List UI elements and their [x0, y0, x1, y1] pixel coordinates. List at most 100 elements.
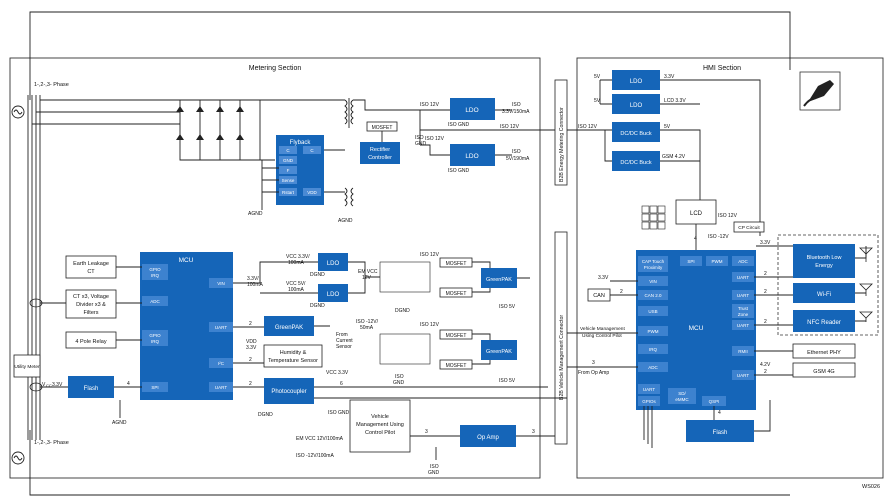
- svg-text:C: C: [286, 148, 290, 153]
- svg-text:LDO: LDO: [630, 79, 643, 85]
- svg-text:Op Amp: Op Amp: [477, 435, 499, 441]
- svg-text:UART: UART: [737, 323, 749, 328]
- svg-text:DGND: DGND: [310, 303, 325, 309]
- svg-text:4 Pole Relay: 4 Pole Relay: [75, 339, 106, 345]
- nfc-reader: [793, 310, 855, 332]
- svg-text:4: 4: [718, 410, 721, 416]
- hmi-dcdc-2: [612, 151, 660, 171]
- svg-text:UART: UART: [215, 325, 227, 330]
- svg-text:100mA: 100mA: [247, 282, 264, 288]
- svg-text:Management Using: Management Using: [356, 422, 404, 428]
- iso-3v3-label: ISO: [512, 102, 521, 108]
- iso-12v-label-a: ISO 12V: [420, 102, 440, 108]
- lcd: [675, 199, 717, 225]
- svg-text:VCC 3.3V: VCC 3.3V: [326, 370, 349, 376]
- svg-text:2: 2: [249, 381, 252, 387]
- svg-text:ISO 12V: ISO 12V: [420, 252, 440, 258]
- svg-text:Wi-Fi: Wi-Fi: [817, 292, 831, 298]
- svg-text:QSPI: QSPI: [709, 399, 720, 404]
- svg-text:LDO: LDO: [465, 153, 478, 160]
- svg-text:B2B Vehicle Management Connect: B2B Vehicle Management Connector: [559, 315, 565, 400]
- svg-text:AGND: AGND: [112, 420, 127, 426]
- svg-text:DC/DC Buck: DC/DC Buck: [620, 131, 651, 137]
- svg-text:CT x3, Voltage: CT x3, Voltage: [73, 294, 109, 300]
- svg-text:EM VCC 12V/100mA: EM VCC 12V/100mA: [296, 436, 344, 442]
- svg-text:V: V: [42, 382, 46, 388]
- svg-text:Rectifier: Rectifier: [370, 147, 390, 153]
- b2b-energy-connector: [554, 79, 568, 186]
- svg-text:2: 2: [620, 289, 623, 295]
- svg-text:3: 3: [592, 360, 595, 366]
- photocoupler: [264, 378, 314, 404]
- svg-text:From: From: [336, 332, 348, 338]
- svg-text:50mA: 50mA: [360, 325, 374, 331]
- svg-text:3.3V: 3.3V: [760, 240, 771, 246]
- svg-text:LCD: LCD: [690, 211, 703, 217]
- ac-source-top-icon: [11, 105, 25, 119]
- svg-text:VIN: VIN: [217, 281, 225, 286]
- hmi-section-title: HMI Section: [703, 65, 741, 72]
- iso-gnd-label-2: ISO GND: [448, 168, 470, 174]
- svg-text:3.3V/150mA: 3.3V/150mA: [502, 109, 530, 115]
- svg-text:100mA: 100mA: [288, 287, 305, 293]
- svg-text:LDO: LDO: [630, 103, 643, 109]
- svg-text:4: 4: [127, 381, 130, 387]
- gsm-4g: [792, 362, 856, 378]
- humidity-temp-sensor: [263, 344, 323, 368]
- cp-circuit: [733, 221, 765, 233]
- iso-gnd-label-3b: GND: [415, 141, 427, 147]
- svg-text:2: 2: [249, 357, 252, 363]
- svg-text:Proximity: Proximity: [644, 265, 663, 270]
- svg-text:2: 2: [764, 319, 767, 325]
- svg-text:4: 4: [694, 236, 697, 242]
- svg-text:SPI: SPI: [151, 385, 158, 390]
- svg-text:3: 3: [425, 429, 428, 435]
- ac-source-bottom-icon: [11, 451, 25, 465]
- svg-text:2: 2: [249, 321, 252, 327]
- svg-text:Sense: Sense: [282, 178, 295, 183]
- svg-text:CAN 2.0: CAN 2.0: [644, 293, 662, 298]
- svg-text:3.3V: 3.3V: [246, 345, 257, 351]
- svg-text:VIN: VIN: [649, 279, 657, 284]
- svg-text:Sensor: Sensor: [336, 344, 352, 350]
- hmi-flash: [686, 420, 754, 442]
- svg-text:GreenPAK: GreenPAK: [486, 277, 512, 283]
- svg-text:ISO 5V: ISO 5V: [499, 304, 516, 310]
- svg-text:UART: UART: [737, 373, 749, 378]
- svg-text:SPI: SPI: [687, 259, 694, 264]
- svg-text:B2B Energy Metering Connector: B2B Energy Metering Connector: [559, 107, 565, 182]
- agnd-label-2: AGND: [338, 218, 353, 224]
- iso-12v-label-b: ISO 12V: [425, 136, 445, 142]
- svg-text:Using Control Pilot: Using Control Pilot: [582, 333, 622, 339]
- mosfet-group-bottom: MOSFET MOSFET ISO 12V ISO -12V/50mA ISOG…: [356, 319, 473, 386]
- svg-text:PWM: PWM: [712, 259, 723, 264]
- diode-bridge: [176, 99, 345, 161]
- footer-code: WS026: [862, 484, 880, 490]
- svg-text:ISO -12V/100mA: ISO -12V/100mA: [296, 453, 334, 459]
- svg-text:MOSFET: MOSFET: [446, 363, 467, 369]
- phase-top-label: 1-,2-,3- Phase: [34, 82, 69, 88]
- iso-12v-label-c: ISO 12V: [500, 124, 520, 130]
- svg-text:SD/: SD/: [678, 391, 686, 396]
- svg-text:VCC 3.3V/: VCC 3.3V/: [286, 254, 310, 260]
- svg-text:ISO -12V/: ISO -12V/: [356, 319, 379, 325]
- svg-text:MOSFET: MOSFET: [446, 291, 467, 297]
- greenpak-bottom: [481, 340, 517, 360]
- svg-text:ISO 5V: ISO 5V: [499, 378, 516, 384]
- flyback-block: Flyback C C GND F Sense Rstart VDD: [276, 135, 324, 205]
- svg-text:Current: Current: [336, 338, 353, 344]
- svg-text:MOSFET: MOSFET: [446, 333, 467, 339]
- metering-flash: [68, 376, 114, 398]
- svg-text:GPIO: GPIO: [149, 267, 161, 272]
- svg-text:4.2V: 4.2V: [760, 362, 771, 368]
- svg-text:IRQ: IRQ: [151, 339, 160, 344]
- svg-text:100mA: 100mA: [288, 260, 305, 266]
- ldo-iso-3v3: [450, 98, 495, 120]
- svg-text:PWM: PWM: [648, 329, 659, 334]
- svg-text:Humidity &: Humidity &: [280, 350, 307, 356]
- svg-text:NFC Reader: NFC Reader: [807, 320, 841, 326]
- svg-text:5V: 5V: [594, 74, 601, 80]
- svg-text:CAN: CAN: [593, 293, 605, 299]
- svg-text:Trust: Trust: [738, 306, 749, 311]
